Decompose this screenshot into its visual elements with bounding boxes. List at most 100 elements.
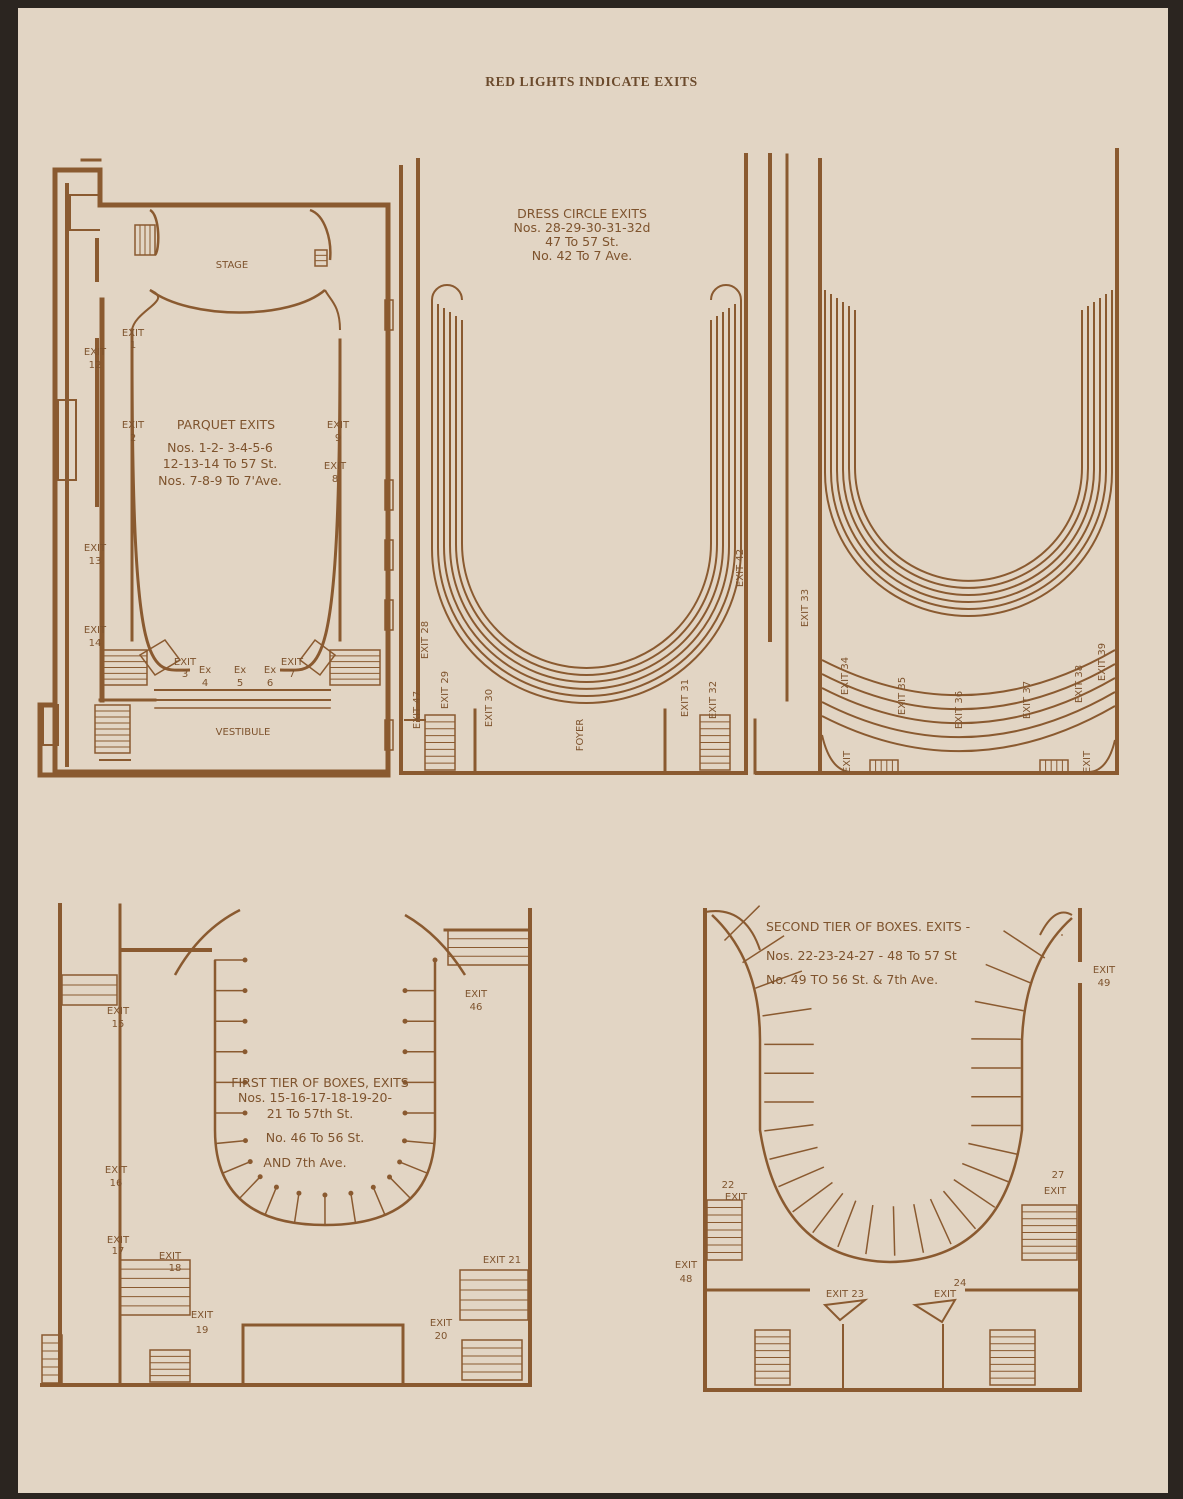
plan-title: No. 46 To 56 St.	[266, 1130, 364, 1145]
window	[384, 539, 394, 571]
seat-row	[821, 691, 1116, 739]
plan-title: 21 To 57th St.	[267, 1106, 354, 1121]
wall	[131, 289, 341, 331]
exit-label: EXIT	[84, 543, 107, 554]
stairs	[298, 638, 337, 677]
box-partition	[892, 1206, 896, 1256]
exit-label: 6	[267, 678, 273, 689]
seat-row	[461, 320, 712, 669]
exit-label: EXIT	[842, 750, 853, 773]
box-partition	[723, 905, 761, 942]
wall	[37, 167, 391, 778]
exit-label: EXIT	[107, 1235, 130, 1246]
exit-label: EXIT	[327, 420, 350, 431]
exit-label: EXIT	[84, 347, 107, 358]
box-partition	[764, 1124, 814, 1132]
box-partition	[929, 1198, 952, 1245]
plan-title: Nos. 28-29-30-31-32d	[514, 220, 651, 235]
box-door	[257, 1174, 263, 1180]
exit-label: EXIT 47	[412, 691, 423, 729]
window	[384, 299, 394, 331]
exit-label: EXIT 23	[826, 1289, 864, 1300]
box-door	[242, 1110, 248, 1116]
box-door	[322, 1192, 328, 1198]
stage-label: STAGE	[216, 260, 248, 271]
exit-label: EXIT	[675, 1260, 698, 1271]
exit-label: EXIT	[934, 1289, 957, 1300]
exit-label: 13	[89, 556, 102, 567]
exit-label: EXIT	[324, 461, 347, 472]
box-door	[273, 1184, 279, 1190]
wall	[173, 908, 241, 976]
box-partition	[953, 1178, 996, 1208]
exit-label: EXIT	[1044, 1186, 1067, 1197]
seat-row	[821, 677, 1116, 725]
box-partition	[755, 970, 803, 989]
wall	[69, 194, 101, 231]
exit-label: EXIT 29	[440, 671, 451, 709]
box-door	[402, 988, 408, 994]
exit-label: 49	[1098, 978, 1111, 989]
plan-title: SECOND TIER OF BOXES. EXITS -	[766, 919, 970, 934]
box-tier-curve	[711, 914, 1073, 1264]
exit-label: 27	[1052, 1170, 1065, 1181]
vestibule-label: VESTIBULE	[216, 727, 271, 738]
seat-row	[455, 316, 718, 676]
box-door	[242, 1049, 248, 1055]
seat-row	[830, 294, 1107, 610]
room	[241, 1323, 405, 1387]
exit-label: 3	[182, 669, 188, 680]
exit-label: EXIT	[122, 328, 145, 339]
stairs	[61, 974, 118, 1006]
box-partition	[214, 1140, 245, 1145]
page-heading: RED LIGHTS INDICATE EXITS	[485, 74, 698, 89]
foyer-label: FOYER	[575, 719, 586, 752]
box-partition	[968, 1142, 1017, 1155]
box-partition	[264, 1188, 277, 1216]
exit-label: 5	[237, 678, 243, 689]
exit-label: 14	[89, 638, 102, 649]
exit-label: 20	[435, 1331, 448, 1342]
exit-label: 19	[196, 1325, 209, 1336]
exit-label: EXIT	[122, 420, 145, 431]
box-partition	[812, 1192, 844, 1234]
exit-label: EXIT 42	[735, 549, 746, 587]
wall	[149, 208, 160, 256]
plan-title: FIRST TIER OF BOXES, EXITS	[231, 1075, 409, 1090]
seat-row	[848, 306, 1089, 589]
exit-label: EXIT	[107, 1006, 130, 1017]
wall	[821, 734, 1116, 773]
parquet-curve	[130, 344, 342, 672]
plan-title: DRESS CIRCLE EXITS	[517, 206, 647, 221]
seat-row	[821, 663, 1116, 711]
seat-row	[854, 310, 1083, 582]
stairs	[869, 759, 899, 773]
stairs	[1039, 759, 1069, 773]
box-partition	[293, 1194, 300, 1224]
exit-label: EXIT 28	[420, 621, 431, 659]
plan-title: PARQUET EXITS	[177, 417, 275, 432]
plan-title: No. 42 To 7 Ave.	[532, 248, 633, 263]
seat-row	[431, 300, 742, 704]
plan-title: 12-13-14 To 57 St.	[163, 456, 278, 471]
exit-label: EXIT	[465, 989, 488, 1000]
box-door	[242, 1079, 248, 1085]
exit-label: 1	[130, 340, 136, 351]
box-door	[387, 1174, 393, 1180]
seat-row	[821, 705, 1116, 753]
exit-label: EXIT 37	[1022, 681, 1033, 719]
box-door	[370, 1184, 376, 1190]
stage-apron	[149, 288, 326, 314]
window	[384, 479, 394, 511]
exit-label: EXIT 33	[800, 589, 811, 627]
box-door	[397, 1159, 403, 1165]
room	[57, 399, 77, 481]
wall	[912, 1298, 957, 1324]
box-partition	[778, 1166, 825, 1188]
exit-label: EXIT	[430, 1318, 453, 1329]
window	[384, 599, 394, 631]
